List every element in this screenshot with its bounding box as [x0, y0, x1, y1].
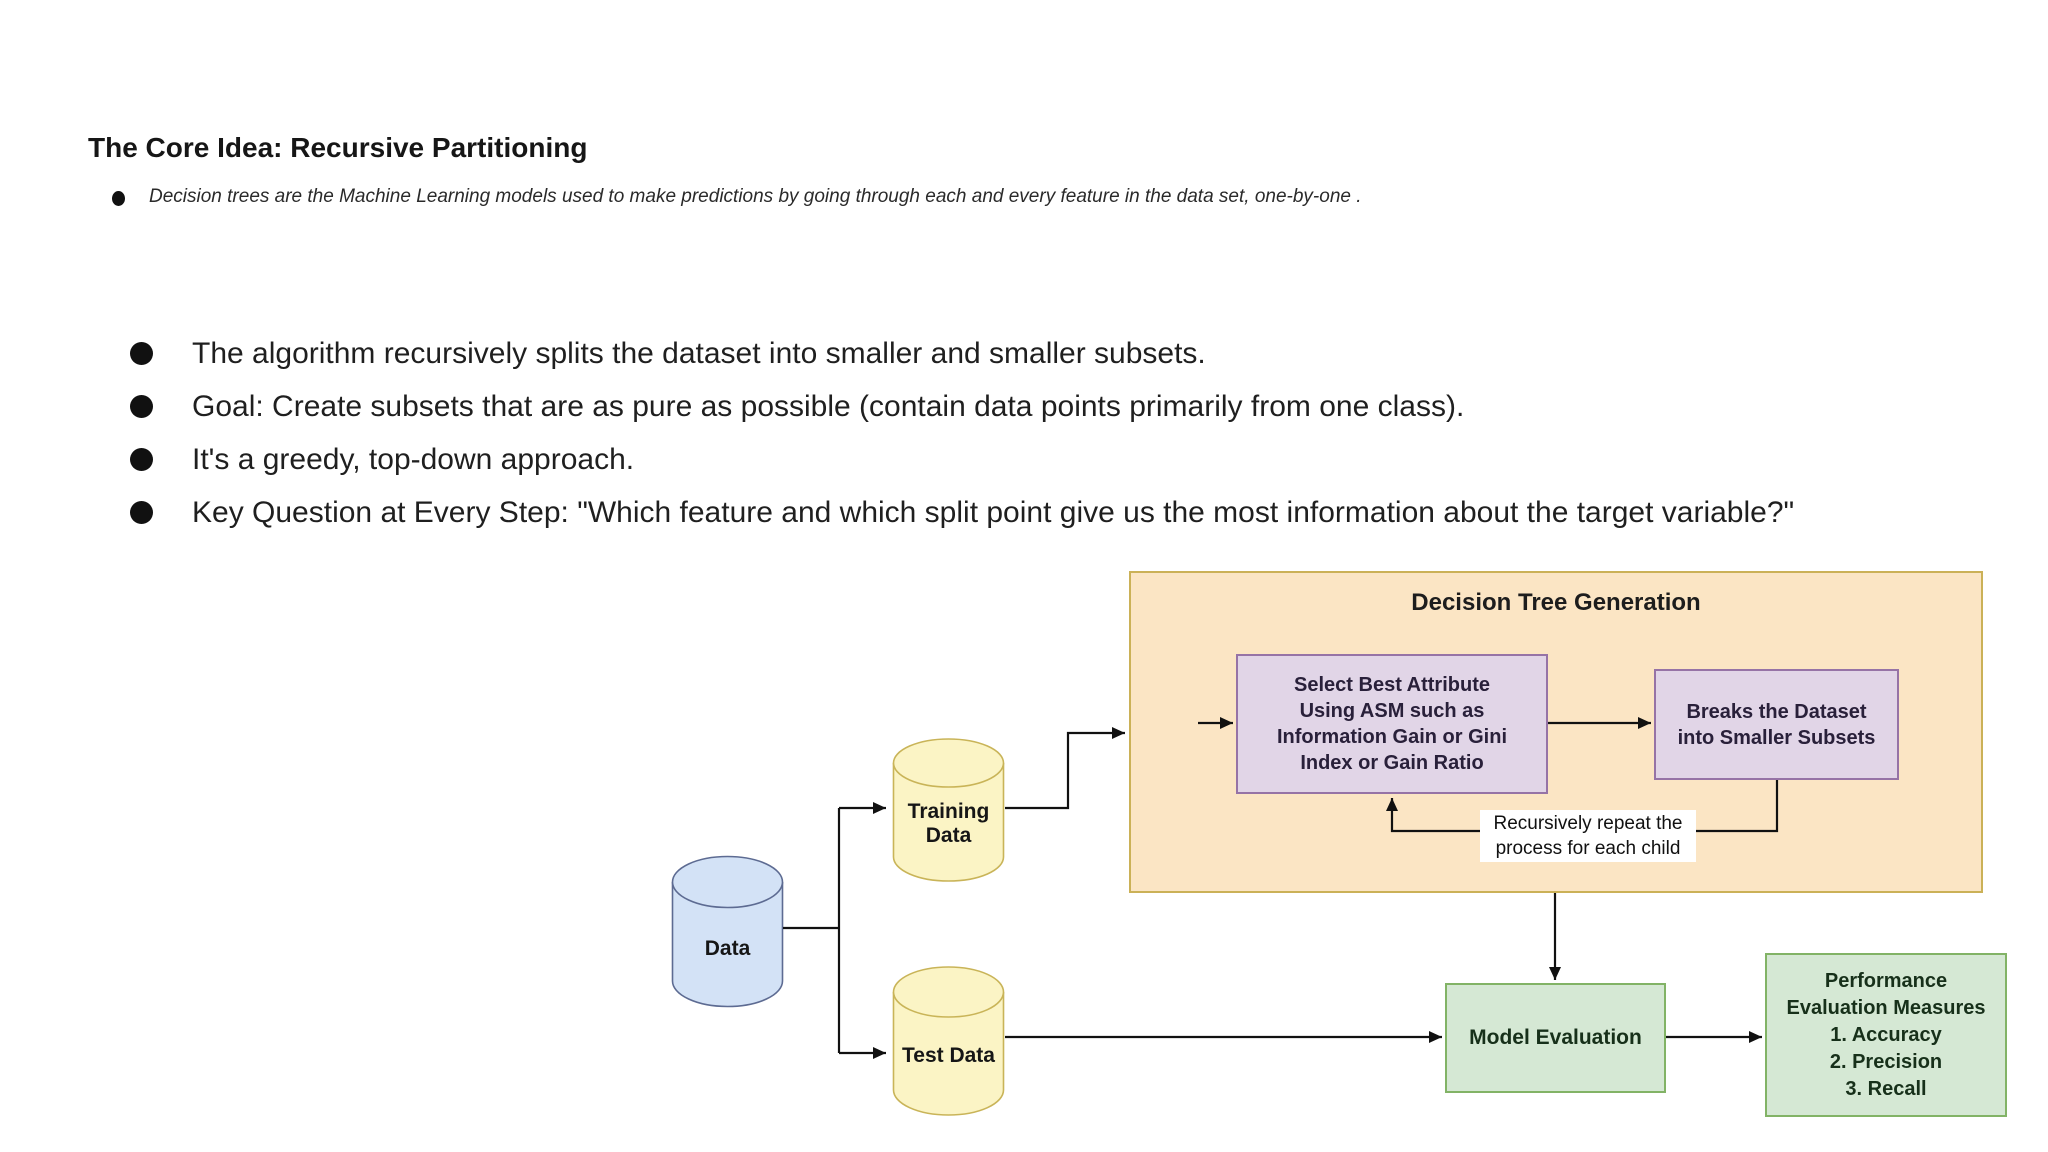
intro-bullet-text: Decision trees are the Machine Learning …: [149, 186, 1362, 207]
list-item: The algorithm recursively splits the dat…: [130, 327, 1870, 380]
box-text-line: Select Best Attribute: [1294, 674, 1490, 696]
loop-label-line: Recursively repeat the: [1493, 813, 1683, 834]
box-text-line: Evaluation Measures: [1786, 996, 1986, 1019]
box-text-line: 1. Accuracy: [1830, 1023, 1942, 1046]
cylinder-icon: [892, 966, 1005, 1116]
cylinder-label: Data: [704, 937, 751, 960]
cylinder-icon: [892, 738, 1005, 882]
bullet-dot-icon: [130, 395, 153, 418]
cylinder-icon: [671, 855, 784, 1008]
training-data-cylinder: Training Data: [892, 738, 1005, 883]
bullet-list: The algorithm recursively splits the dat…: [130, 327, 1870, 539]
bullet-text: It's a greedy, top-down approach.: [192, 443, 635, 476]
recursive-loop-label: Recursively repeat the process for each …: [1480, 810, 1696, 862]
box-text-line: Model Evaluation: [1469, 1026, 1642, 1049]
box-text-line: Information Gain or Gini: [1277, 726, 1507, 748]
box-text-line: Breaks the Dataset: [1686, 700, 1867, 723]
select-best-attribute-box: Select Best Attribute Using ASM such as …: [1236, 654, 1548, 794]
bullet-text: Goal: Create subsets that are as pure as…: [192, 390, 1465, 423]
bullet-text: Key Question at Every Step: "Which featu…: [192, 496, 1795, 529]
list-item: Key Question at Every Step: "Which featu…: [130, 486, 1870, 539]
cylinder-label-line: Training: [907, 800, 990, 823]
diagram-container-title: Decision Tree Generation: [1411, 589, 1701, 616]
arrow-training-to-generation: [1005, 727, 1125, 810]
performance-measures-box: Performance Evaluation Measures 1. Accur…: [1765, 953, 2007, 1117]
bullet-dot-icon: [130, 448, 153, 471]
test-data-cylinder: Test Data: [892, 966, 1005, 1117]
box-text-line: 3. Recall: [1845, 1077, 1927, 1100]
data-cylinder: Data: [671, 855, 784, 1008]
bullet-dot-icon: [130, 501, 153, 524]
list-item: Goal: Create subsets that are as pure as…: [130, 380, 1870, 433]
bullet-dot-icon: [130, 342, 153, 365]
box-text-line: Index or Gain Ratio: [1300, 752, 1484, 774]
bullet-dot-icon: [112, 191, 125, 206]
model-evaluation-box: Model Evaluation: [1445, 983, 1666, 1093]
intro-bullet-item: Decision trees are the Machine Learning …: [112, 186, 1612, 208]
bullet-text: The algorithm recursively splits the dat…: [192, 337, 1206, 370]
list-item: It's a greedy, top-down approach.: [130, 433, 1870, 486]
loop-label-line: process for each child: [1495, 838, 1681, 859]
box-text-line: Using ASM such as: [1299, 700, 1485, 722]
box-text-line: Performance: [1824, 969, 1948, 992]
box-text-line: 2. Precision: [1829, 1050, 1943, 1073]
page-title: The Core Idea: Recursive Partitioning: [88, 132, 588, 163]
cylinder-label-line: Data: [925, 824, 972, 847]
cylinder-label: Training Data: [892, 800, 1005, 848]
box-text-line: into Smaller Subsets: [1677, 726, 1876, 749]
breaks-dataset-box: Breaks the Dataset into Smaller Subsets: [1654, 669, 1899, 780]
cylinder-label: Test Data: [902, 1044, 995, 1067]
